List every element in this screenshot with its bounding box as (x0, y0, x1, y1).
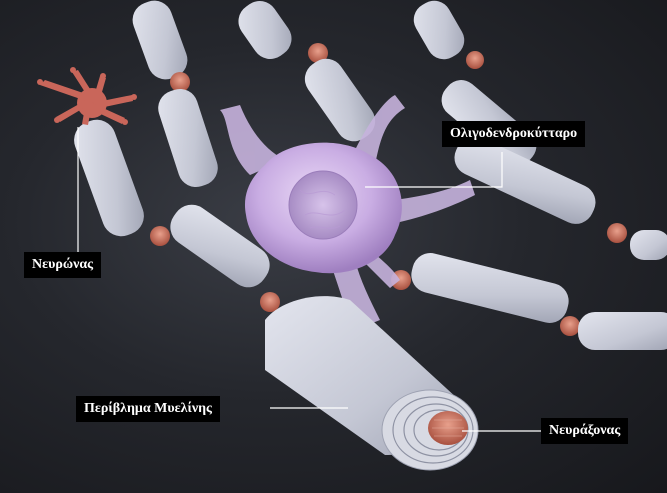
label-axon: Νευράξονας (541, 418, 628, 444)
label-neuron: Νευρώνας (24, 252, 101, 278)
neuron-cell (37, 67, 137, 125)
label-oligodendrocyte: Ολιγοδενδροκύτταρο (442, 121, 585, 147)
myelin-sheath-wrap (265, 296, 478, 470)
axon-chain-right (391, 130, 667, 350)
label-myelin-sheath: Περίβλημα Μυελίνης (76, 396, 220, 422)
cell-nucleus (289, 171, 357, 239)
